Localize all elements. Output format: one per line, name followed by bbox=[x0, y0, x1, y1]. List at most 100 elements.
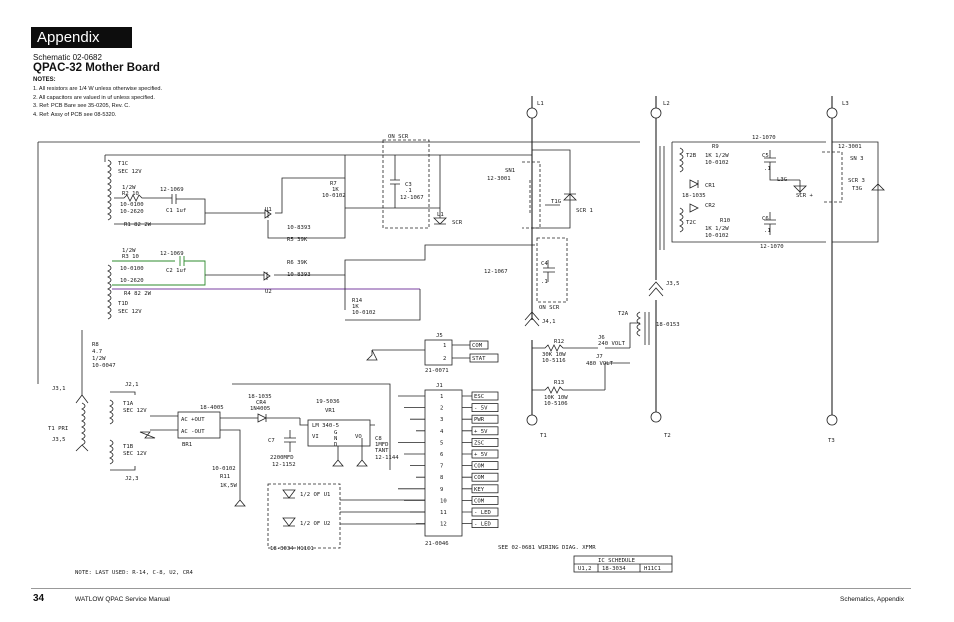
sn1-label: SN1 bbox=[505, 168, 515, 174]
t3g-label: T3G bbox=[852, 186, 863, 192]
section-title: Schematics, Appendix bbox=[840, 596, 904, 603]
r11-watt: 1K,5W bbox=[220, 483, 237, 489]
r3-watt: 1/2W bbox=[122, 248, 136, 254]
j1-pin-tag-text: + 5V bbox=[474, 452, 488, 458]
r1-label: R1 82 2W bbox=[124, 222, 152, 228]
j1-pin-number: 4 bbox=[440, 429, 444, 435]
r2-part-a: 10-0100 bbox=[120, 202, 144, 208]
c6-value: .1 bbox=[764, 228, 771, 234]
scr3-label: SCR 3 bbox=[848, 178, 865, 184]
j1-pin-tag bbox=[471, 484, 499, 494]
manual-title: WATLOW QPAC Service Manual bbox=[75, 596, 170, 603]
c1-label: C1 1uf bbox=[166, 208, 186, 214]
ic-table-cell: 18-3034 bbox=[602, 566, 626, 572]
voltage-jumpers bbox=[604, 322, 640, 390]
j1-connector bbox=[424, 389, 463, 537]
t1b-sec: SEC 12V bbox=[123, 451, 147, 457]
t1d-sec: SEC 12V bbox=[118, 309, 142, 315]
c4-part: 12-1067 bbox=[484, 269, 508, 275]
note-item: 2. All capacitors are valued in uf unles… bbox=[33, 94, 155, 101]
t1b-label: T1B bbox=[123, 444, 134, 450]
t2a-label: T2A bbox=[618, 311, 629, 317]
r11-ground bbox=[234, 470, 246, 507]
r13-label: R13 bbox=[554, 380, 564, 386]
bridge-pin-pos: AC +OUT bbox=[181, 417, 205, 423]
j1-pin-number: 1 bbox=[440, 394, 443, 400]
scr1-label: SCR 1 bbox=[576, 208, 593, 214]
j1-pin-tag-text: PWR bbox=[474, 417, 485, 423]
scr-left bbox=[345, 155, 447, 225]
j1-pin-number: 8 bbox=[440, 475, 444, 481]
r3-part-b: 10-2620 bbox=[120, 278, 144, 284]
schematic-number: Schematic 02-0682 bbox=[33, 53, 102, 62]
c7-c8-symbols bbox=[284, 430, 368, 467]
t3-terminal bbox=[826, 414, 838, 426]
see-wiring-diagram: SEE 02-0681 WIRING DIAG. XFMR bbox=[498, 545, 596, 551]
j1-pin-tag-text: + 5V bbox=[474, 429, 488, 435]
j1-pin-tag-text: COM bbox=[474, 464, 485, 470]
c7-value: 2200MFD bbox=[270, 455, 294, 461]
r2-part: 12-1069 bbox=[160, 187, 184, 193]
c4-value: .1 bbox=[541, 279, 548, 285]
j3-5b-connector bbox=[648, 281, 664, 297]
c8-label: C8 bbox=[375, 436, 382, 442]
on-scr2-box bbox=[536, 237, 568, 303]
vr1-regulator bbox=[307, 419, 371, 447]
t1c-winding bbox=[107, 159, 112, 221]
j1-pin-tag-text: - LED bbox=[474, 522, 491, 528]
c5-c6-symbols bbox=[764, 150, 800, 235]
bridge-pin-neg: AC -OUT bbox=[181, 429, 205, 435]
on-scr-box bbox=[382, 139, 430, 229]
u2-label: U2 bbox=[265, 289, 272, 295]
note-last-used: NOTE: LAST USED: R-14, C-8, U2, CR4 bbox=[75, 570, 194, 576]
r7-label: R7 bbox=[330, 181, 337, 187]
scr1-symbol bbox=[532, 149, 577, 229]
cr2-label: CR2 bbox=[705, 203, 715, 209]
t1-pri-label: T1 PRI bbox=[48, 426, 68, 432]
opto-u2: 1/2 OF U2 bbox=[300, 521, 330, 527]
j1-pin-tag bbox=[471, 461, 499, 471]
vr1-label: VR1 bbox=[325, 408, 335, 414]
t1-terminal bbox=[526, 414, 538, 426]
u1-gate bbox=[205, 155, 346, 219]
second-rail bbox=[104, 154, 532, 162]
r10-part: 10-0102 bbox=[705, 233, 729, 239]
j1-pin-tag bbox=[471, 426, 499, 436]
vr1-vo: VO bbox=[355, 434, 362, 440]
l2-terminal bbox=[650, 107, 662, 119]
l3-label: L3 bbox=[842, 101, 849, 107]
r7-part: 10-0102 bbox=[322, 193, 346, 199]
c5-label: C5 bbox=[762, 153, 769, 159]
l1-scr-label: L1 bbox=[437, 212, 444, 218]
t3-label: T3 bbox=[828, 438, 835, 444]
j1-pin-number: 7 bbox=[440, 464, 443, 470]
note-item: 4. Ref: Assy of PCB see 08-5320. bbox=[33, 111, 117, 118]
r10-label: R10 bbox=[720, 218, 730, 224]
sn1-part: 12-3001 bbox=[487, 176, 511, 182]
j1-pin-tag bbox=[471, 449, 499, 459]
t2b-label: T2B bbox=[686, 153, 697, 159]
r14-part: 10-0102 bbox=[352, 310, 376, 316]
r5-label: R5 39K bbox=[287, 237, 308, 243]
top-part: 12-1070 bbox=[752, 135, 776, 141]
j1-pin-tag-text: KEY bbox=[474, 487, 485, 493]
opto-box bbox=[267, 483, 341, 549]
cr1-part: 18-1035 bbox=[682, 193, 706, 199]
j5-wires bbox=[366, 344, 470, 361]
j1-pin-tag bbox=[471, 437, 499, 447]
bridge-wires bbox=[150, 415, 258, 470]
r12-resistor bbox=[532, 344, 598, 352]
j1-label: J1 bbox=[436, 383, 443, 389]
j1-pin-tag bbox=[471, 414, 499, 424]
r9-part: 10-0102 bbox=[705, 160, 729, 166]
j5-pin-2: 2 bbox=[443, 356, 446, 362]
j4-1-label: J4,1 bbox=[542, 319, 555, 325]
r6-label: R6 39K bbox=[287, 260, 308, 266]
r13-resistor bbox=[532, 386, 605, 394]
j1-pin-tag bbox=[471, 495, 499, 505]
r8-part: 10-0047 bbox=[92, 363, 116, 369]
page-title: QPAC-32 Mother Board bbox=[33, 62, 160, 74]
j1-pin-number: 2 bbox=[440, 406, 443, 412]
r11-label: R11 bbox=[220, 474, 230, 480]
